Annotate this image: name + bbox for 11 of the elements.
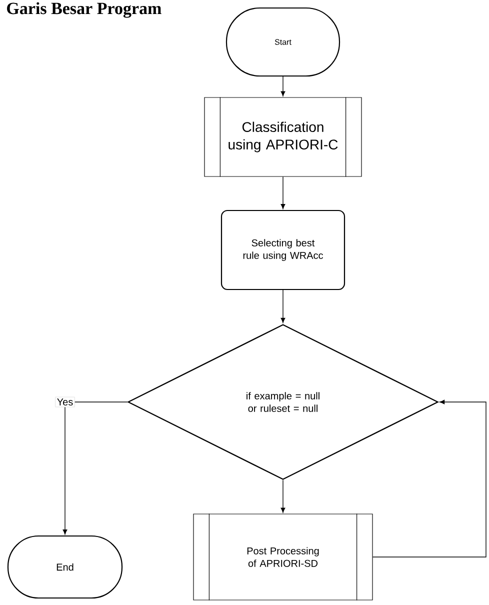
arrow [372, 400, 486, 558]
arrow [280, 76, 286, 96]
edge-label: Yes [55, 396, 75, 408]
arrow [280, 176, 286, 209]
arrow [280, 480, 286, 513]
arrow [62, 402, 128, 534]
subprocess-box: Post Processing of APRIORI-SD [193, 513, 373, 601]
arrow [280, 290, 286, 323]
process-box: Selecting best rule using WRAcc [220, 210, 346, 290]
title: Garis Besar Program [7, 2, 162, 18]
subprocess-box: Classification using APRIORI-C [204, 96, 362, 178]
